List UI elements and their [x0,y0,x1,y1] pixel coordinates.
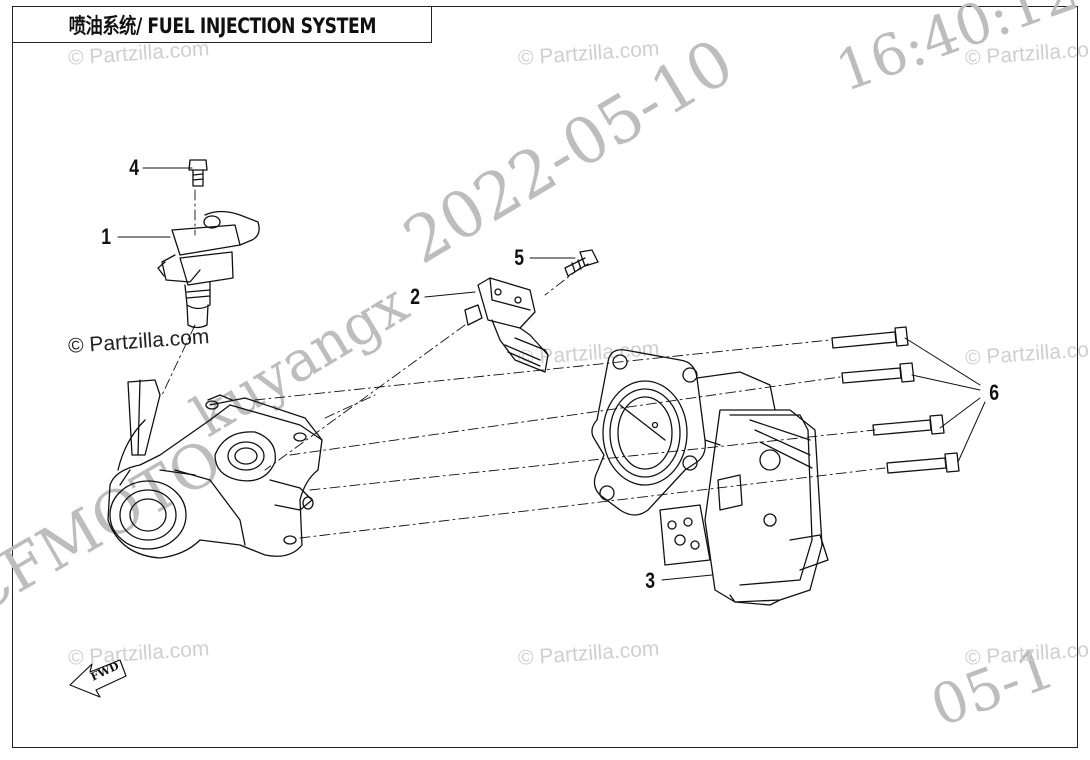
callout-5: 5 [514,245,525,270]
intake-manifold [107,379,323,559]
callout-1: 1 [101,224,112,249]
bolts-part-6 [831,326,960,474]
bolt-part-5 [564,249,599,277]
bolt-part-4 [188,159,208,187]
alignment-lines [161,189,886,539]
callout-6: 6 [989,380,1000,405]
callout-2: 2 [410,284,421,309]
page-title: 喷油系统/ FUEL INJECTION SYSTEM [12,6,432,43]
map-sensor-part-2 [464,277,549,373]
fuel-injector-part-1 [157,210,260,329]
title-text: 喷油系统/ FUEL INJECTION SYSTEM [68,13,376,38]
diagram-frame [12,6,1078,748]
callout-3: 3 [645,568,656,593]
callout-leaders [117,167,986,581]
throttle-body-part-3 [591,349,829,606]
callout-4: 4 [129,155,140,180]
fwd-arrow-icon [69,659,127,698]
